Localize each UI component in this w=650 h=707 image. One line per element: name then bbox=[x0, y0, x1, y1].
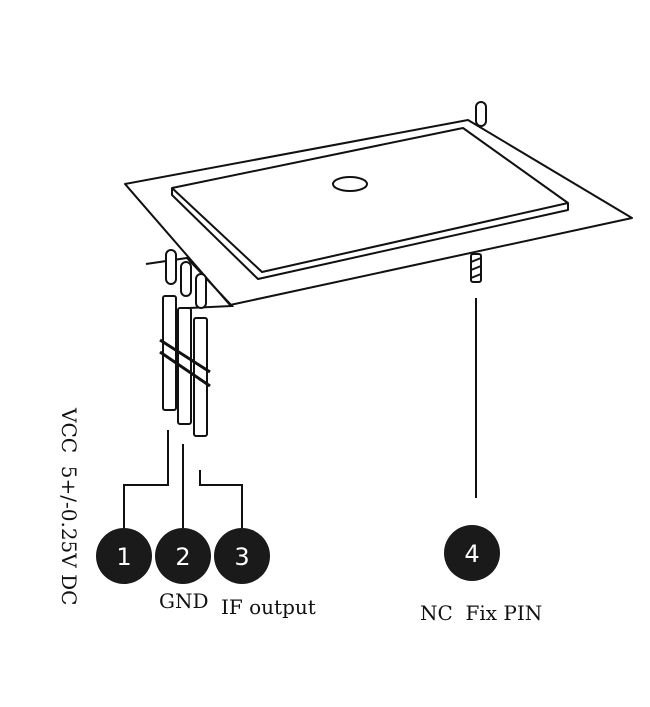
fix-pin-bottom bbox=[470, 253, 482, 283]
fix-pin-top bbox=[475, 101, 487, 127]
pin-1-number: 1 bbox=[116, 543, 131, 571]
pin-1-label: VCC 5+/-0.25V DC bbox=[57, 407, 81, 605]
pin-3-leader bbox=[199, 470, 243, 528]
pin-2-number: 2 bbox=[175, 543, 190, 571]
module-side bbox=[171, 188, 569, 280]
pin-4-number: 4 bbox=[464, 540, 479, 568]
header-pin-tops bbox=[165, 249, 207, 309]
pin-3-badge: 3 bbox=[214, 528, 270, 584]
mounting-hole bbox=[332, 176, 368, 192]
pin-2-label: GND bbox=[159, 589, 209, 613]
pin-break-marks bbox=[159, 338, 211, 388]
module-top bbox=[171, 127, 569, 273]
pcb-outline bbox=[124, 119, 633, 306]
pin-2-badge: 2 bbox=[155, 528, 211, 584]
pin-leaders bbox=[123, 430, 243, 528]
pin-4-label: NC Fix PIN bbox=[420, 601, 542, 625]
pin-1-badge: 1 bbox=[96, 528, 152, 584]
pin-3-label: IF output bbox=[221, 595, 316, 619]
module-board bbox=[124, 119, 633, 306]
pin-1-leader bbox=[123, 430, 169, 528]
pin-3-number: 3 bbox=[234, 543, 249, 571]
pin-4-badge: 4 bbox=[444, 525, 500, 581]
